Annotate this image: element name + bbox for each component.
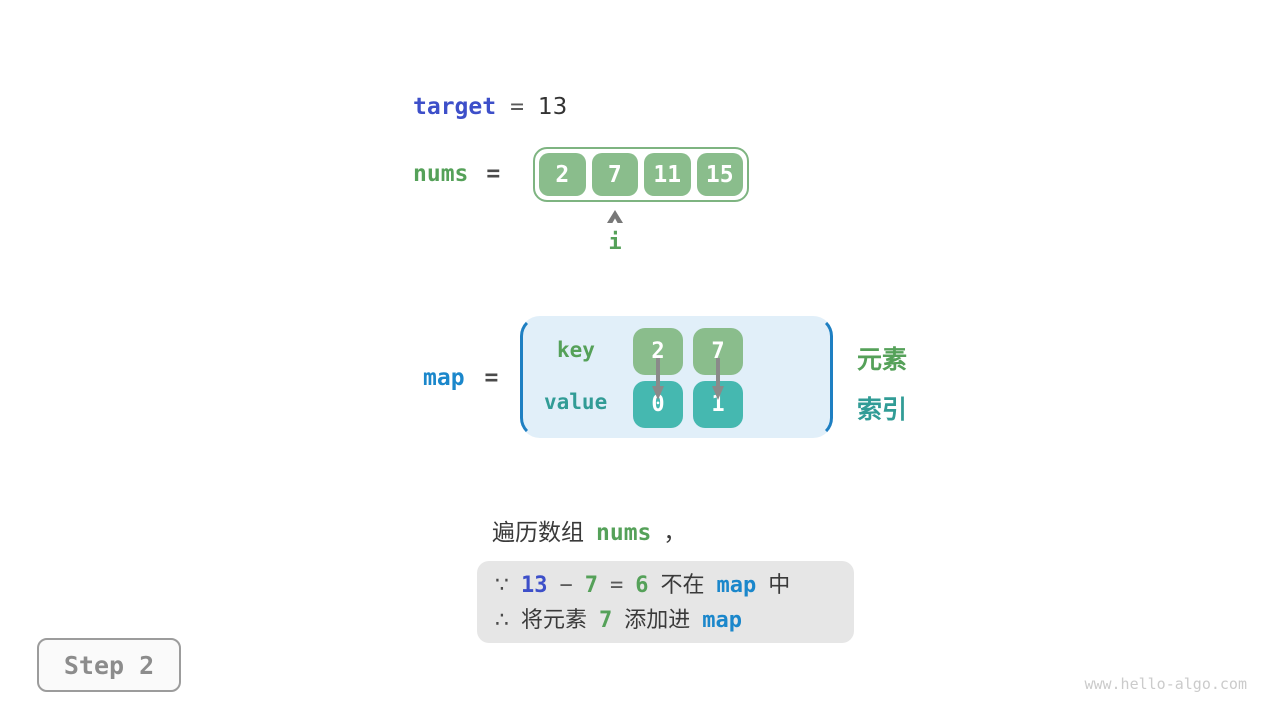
- pointer-label: i: [608, 230, 622, 255]
- equals-sign: =: [610, 573, 624, 598]
- explanation-box: ∵ 13 − 7 = 6 不在 map 中 ∴ 将元素 7 添加进 map: [477, 561, 854, 643]
- target-equals: =: [510, 94, 524, 120]
- map-keyword: map: [423, 365, 465, 391]
- map-reference: map: [702, 608, 743, 633]
- element-annotation: 元素: [857, 345, 908, 374]
- nums-keyword: nums: [413, 161, 469, 187]
- not-in-text: 不在: [660, 573, 705, 598]
- up-caret-icon: [607, 210, 623, 223]
- map-label: map =: [423, 365, 498, 391]
- nums-array: 2 7 11 15: [533, 147, 749, 202]
- array-cell: 11: [644, 153, 691, 196]
- explanation-line-2: ∴ 将元素 7 添加进 map: [495, 603, 854, 638]
- target-keyword: target: [413, 94, 497, 120]
- subtrahend: 7: [584, 573, 598, 598]
- index-annotation: 索引: [857, 395, 908, 424]
- map-box: key value 2 7 0 1: [520, 316, 833, 438]
- key-to-value-arrow-icon: [652, 358, 664, 400]
- array-cell: 2: [539, 153, 586, 196]
- caption-text: 遍历数组: [492, 520, 584, 546]
- in-suffix-text: 中: [768, 573, 791, 598]
- map-reference: map: [716, 573, 757, 598]
- because-symbol: ∵: [495, 573, 509, 598]
- key-to-value-arrow-icon: [712, 358, 724, 400]
- index-pointer: i: [596, 210, 634, 255]
- difference: 6: [635, 573, 649, 598]
- map-value-cell: 1: [693, 381, 743, 428]
- map-key-row-label: key: [557, 338, 595, 362]
- map-value-row-label: value: [544, 390, 608, 414]
- therefore-symbol: ∴: [495, 608, 509, 633]
- target-value: 13: [537, 94, 568, 120]
- map-value-cell: 0: [633, 381, 683, 428]
- prefix-text: 将元素: [521, 608, 588, 633]
- caption-code: nums: [596, 520, 652, 546]
- target-line: target = 13: [413, 94, 567, 120]
- nums-equals: =: [486, 161, 501, 187]
- caption-comma: ，: [663, 520, 687, 546]
- array-cell: 15: [696, 153, 743, 196]
- minuend: 13: [521, 573, 548, 598]
- minus-sign: −: [559, 573, 573, 598]
- explanation-line-1: ∵ 13 − 7 = 6 不在 map 中: [495, 568, 854, 603]
- action-text: 添加进: [624, 608, 691, 633]
- step-badge: Step 2: [37, 638, 181, 692]
- map-equals: =: [484, 365, 499, 391]
- array-cell: 7: [591, 153, 638, 196]
- nums-label: nums =: [413, 161, 500, 187]
- added-value: 7: [599, 608, 613, 633]
- watermark: www.hello-algo.com: [1084, 675, 1247, 693]
- caption: 遍历数组 nums ，: [492, 513, 686, 547]
